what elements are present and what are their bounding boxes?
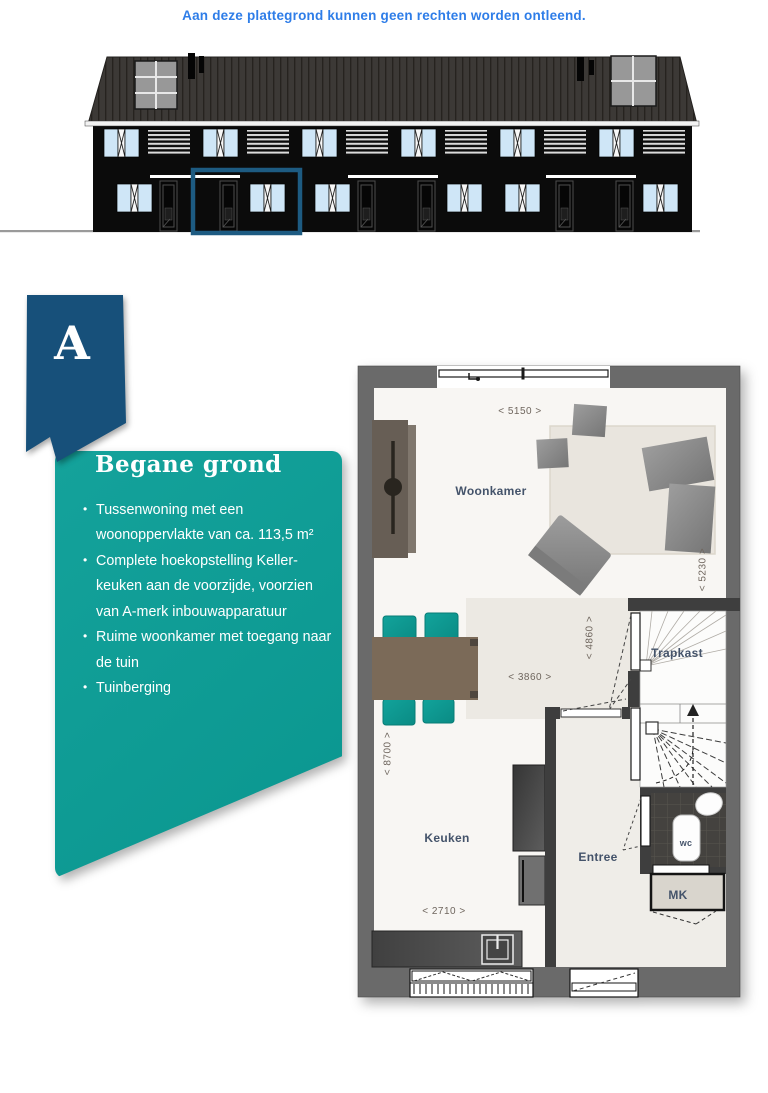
unit-a-badge: A [20,290,130,470]
dimension-hall-height: < 4860 > [584,615,596,660]
room-label-kitchen: Keuken [424,831,470,845]
panel-title: Begane grond [95,451,282,478]
dining-table [372,637,478,700]
roof-window [610,55,657,107]
stairs [639,610,727,788]
room-label-meter-closet: MK [668,888,688,902]
ribbon-shape [26,295,126,462]
garden-sliding-door [437,366,610,388]
feature-list: Tussenwoning met een woonoppervlakte van… [83,498,337,702]
kitchen-tall-unit [512,764,546,852]
roof [87,56,698,125]
disclaimer-text: Aan deze plattegrond kunnen geen rechten… [182,8,586,23]
feature-item: Tuinberging [83,676,337,701]
kitchen-lower-unit [518,855,546,906]
unit-highlight-box [190,167,303,236]
dimension-kitchen-width: < 2710 > [422,906,466,917]
sink [481,934,514,965]
washbasin [695,792,723,816]
room-label-stair-closet: Trapkast [651,646,703,660]
toilet [672,814,701,862]
dining-chairs [382,612,459,726]
room-label-toilet: wc [679,838,693,848]
stair-door [630,707,641,781]
door-swing [652,910,717,925]
floor-plan-drawing [357,365,741,998]
info-panel: Begane grond Tussenwoning met een woonop… [55,451,342,878]
roof-vents [188,53,594,81]
dimension-hall-width: < 3860 > [508,672,552,683]
dimension-right-height: < 5230 > [697,547,709,592]
sofa [641,436,716,554]
unit-letter: A [54,316,90,370]
feature-item: Complete hoekopstelling Keller-keuken aa… [83,549,337,625]
door-swing [608,614,632,711]
armchair [527,515,611,596]
room-label-living: Woonkamer [455,484,527,498]
pouf [571,403,608,438]
front-door [569,968,639,998]
pouf [536,438,569,469]
meter-closet [649,872,726,912]
eave-line [84,120,700,127]
feature-item: Ruime woonkamer met toegang naar de tuin [83,625,337,676]
stair-closet-floor [639,610,727,788]
stair-closet-door [630,612,641,671]
door-swing [562,698,627,712]
feature-item: Tussenwoning met een woonoppervlakte van… [83,498,337,549]
tv-cabinet [372,420,416,558]
roof-window [134,60,178,110]
upper-floor-windows [103,128,685,158]
hall-door [560,708,622,718]
dimension-top-width: < 5150 > [498,406,542,417]
meter-closet-door [652,864,710,875]
stairs-direction-arrow [687,704,699,716]
building-elevation [0,53,700,236]
floor-plan [356,363,744,1001]
toilet-door [640,795,651,847]
info-panel-wrap: Begane grond Tussenwoning met een woonop… [55,365,342,878]
dimension-left-height: < 8700 > [382,731,394,776]
room-label-hall: Entree [578,850,618,864]
kitchen-window [409,968,534,998]
